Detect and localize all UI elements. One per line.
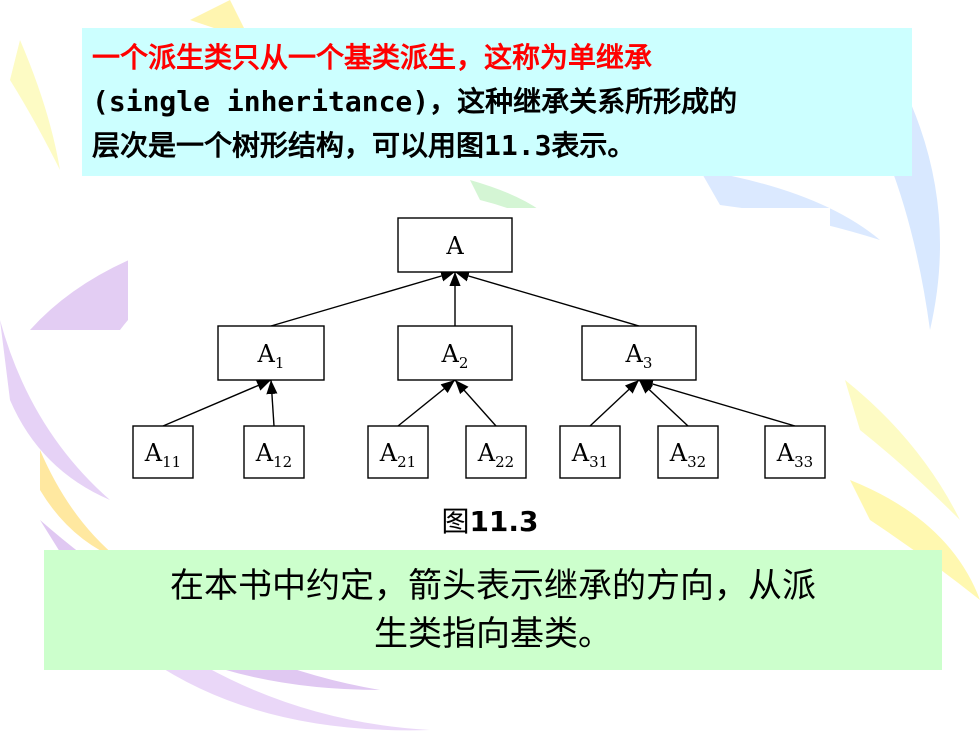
intro-line-2: (single inheritance)，这种继承关系所形成的 (92, 85, 738, 118)
edge-A21-to-A2 (397, 379, 456, 427)
node-A: A (397, 217, 513, 273)
intro-line-1: 一个派生类只从一个基类派生，这称为单继承 (92, 41, 653, 74)
node-box (559, 425, 621, 479)
node-box (657, 425, 719, 479)
node-label: A3 (625, 340, 653, 372)
edge-A3-to-A (454, 270, 640, 327)
node-A32: A32 (657, 425, 719, 479)
node-box (397, 325, 513, 381)
node-A33: A33 (764, 425, 826, 479)
note-line-1: 在本书中约定，箭头表示继承的方向，从派 (170, 566, 816, 606)
node-A3: A3 (581, 325, 697, 381)
node-box (367, 425, 429, 479)
node-label: A22 (477, 439, 514, 471)
node-A1: A1 (217, 325, 325, 381)
node-box (764, 425, 826, 479)
figure-caption: 图11.3 (0, 500, 980, 540)
edge-A31-to-A3 (589, 379, 640, 427)
node-A12: A12 (243, 425, 305, 479)
caption-number: 11.3 (469, 505, 539, 538)
node-box (243, 425, 305, 479)
node-label: A12 (255, 439, 292, 471)
node-label: A21 (379, 439, 416, 471)
edge-A12-to-A1 (266, 379, 278, 427)
node-label: A11 (144, 439, 181, 471)
intro-text-box: 一个派生类只从一个基类派生，这称为单继承 (single inheritance… (82, 28, 912, 176)
node-label: A31 (571, 439, 608, 471)
node-A31: A31 (559, 425, 621, 479)
edge-A22-to-A2 (454, 379, 497, 427)
node-box (465, 425, 527, 479)
node-A11: A11 (132, 425, 194, 479)
node-label: A (445, 232, 464, 260)
node-box (581, 325, 697, 381)
intro-line-3: 层次是一个树形结构，可以用图11.3表示。 (92, 129, 636, 162)
note-text-box: 在本书中约定，箭头表示继承的方向，从派 生类指向基类。 (44, 550, 942, 670)
node-box (132, 425, 194, 479)
node-label: A33 (776, 439, 813, 471)
edge-A1-to-A (270, 270, 456, 327)
node-A22: A22 (465, 425, 527, 479)
edge-A11-to-A1 (162, 379, 272, 427)
edge-A33-to-A3 (638, 378, 796, 427)
caption-prefix: 图 (441, 505, 470, 538)
node-box (217, 325, 325, 381)
node-A21: A21 (367, 425, 429, 479)
node-label: A32 (669, 439, 706, 471)
node-label: A2 (441, 340, 469, 372)
node-box (397, 217, 513, 273)
node-A2: A2 (397, 325, 513, 381)
node-label: A1 (257, 340, 285, 372)
note-line-2: 生类指向基类。 (374, 614, 612, 654)
